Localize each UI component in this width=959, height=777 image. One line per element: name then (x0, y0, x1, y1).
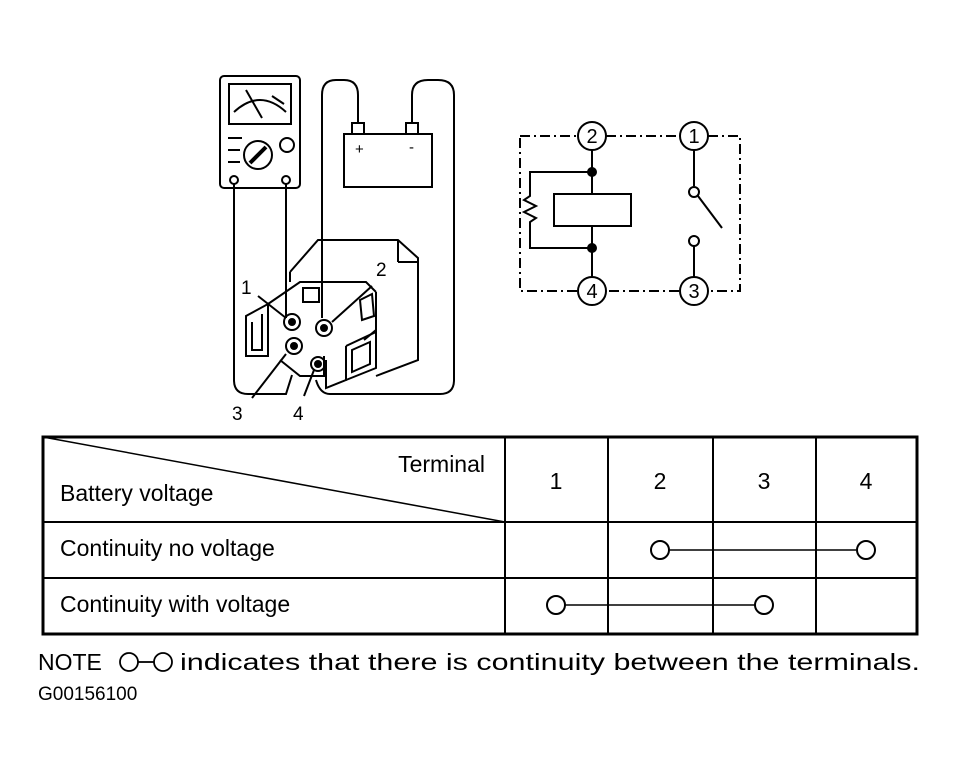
relay-schematic (519, 121, 741, 306)
battery-minus-label: - (409, 139, 414, 156)
schematic-terminal-3: 3 (688, 281, 699, 303)
callout-1-label: 1 (241, 278, 252, 299)
row-label-with-voltage: Continuity with voltage (60, 591, 290, 617)
note-text: indicates that there is continuity betwe… (180, 649, 920, 675)
relay-icon (245, 239, 419, 390)
callout-4-label: 4 (293, 404, 304, 425)
battery-plus-label: + (355, 141, 364, 158)
ohmmeter-icon (219, 75, 301, 189)
column-header-2: 2 (654, 468, 667, 494)
column-header-3: 3 (758, 468, 771, 494)
header-battery-voltage-label: Battery voltage (60, 480, 213, 506)
column-header-1: 1 (550, 468, 563, 494)
column-header-4: 4 (860, 468, 873, 494)
callout-2-label: 2 (376, 260, 387, 281)
note-continuity-symbol (119, 652, 173, 672)
note-prefix: NOTE (38, 649, 102, 675)
continuity-table (41, 435, 919, 636)
callout-3-label: 3 (232, 404, 243, 425)
schematic-terminal-4: 4 (586, 281, 597, 303)
test-leads (233, 79, 455, 395)
header-terminal-label: Terminal (398, 451, 485, 477)
test-setup-illustration (219, 75, 455, 399)
callout-lines (251, 285, 373, 399)
figure-id: G00156100 (38, 684, 137, 705)
schematic-terminal-2: 2 (586, 126, 597, 148)
row-label-no-voltage: Continuity no voltage (60, 535, 275, 561)
continuity-marker-1-3 (546, 595, 774, 615)
continuity-marker-2-4 (650, 540, 876, 560)
header-diagonal (42, 436, 506, 523)
schematic-terminal-1: 1 (688, 126, 699, 148)
